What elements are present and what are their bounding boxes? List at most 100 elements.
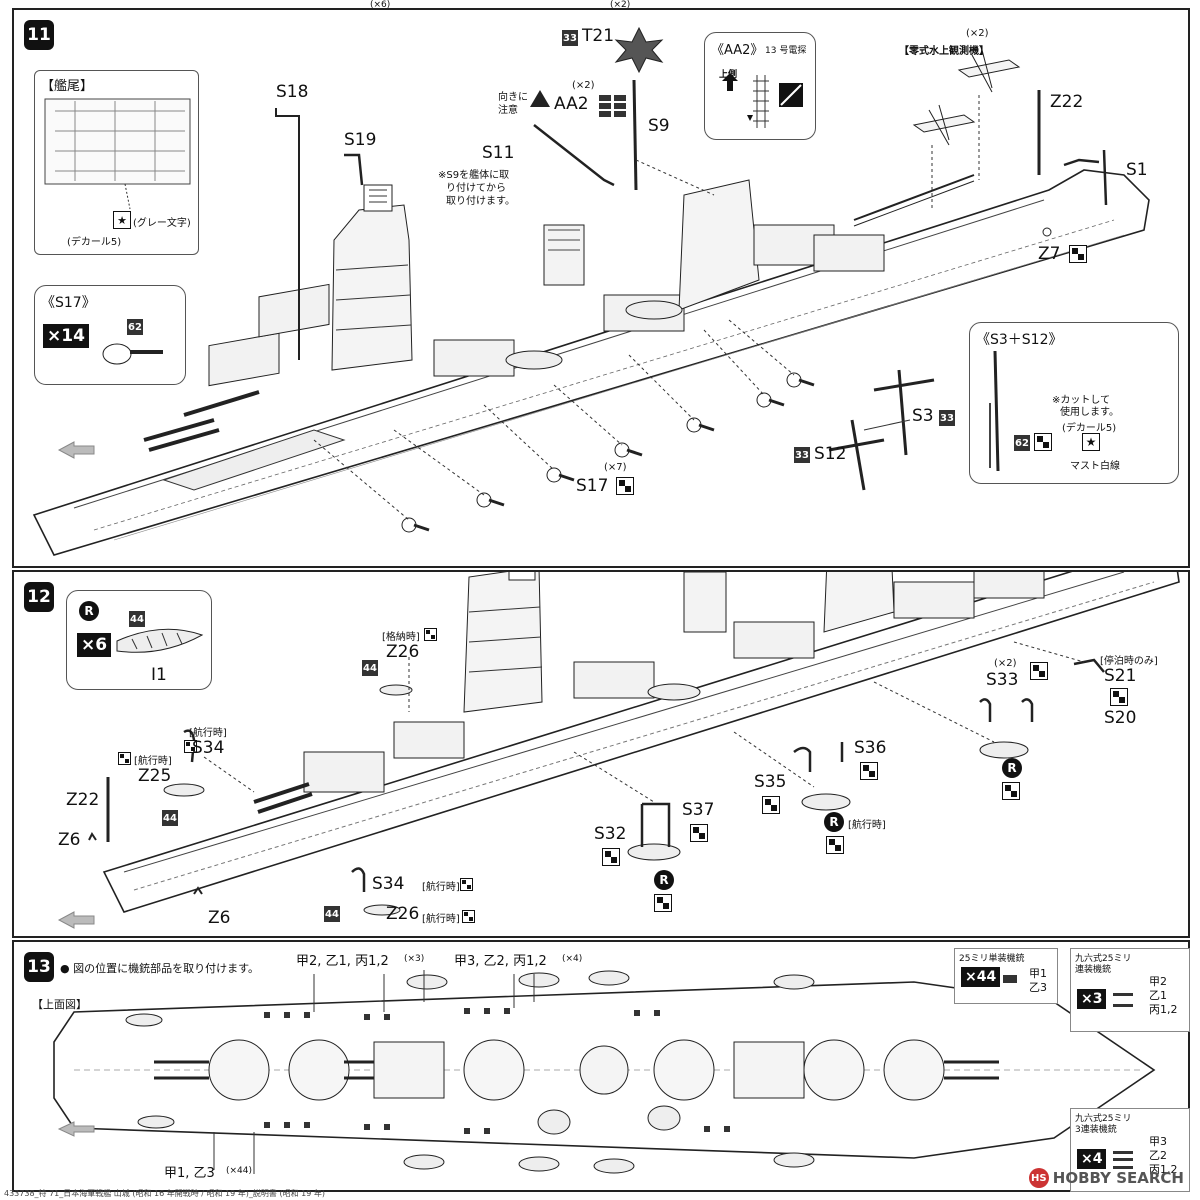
- step13-instruction: ● 図の位置に機銃部品を取り付けます。: [60, 962, 260, 975]
- twin-gun-icon: [1113, 993, 1133, 1007]
- legend3-title1: 九六式25ミリ: [1075, 1114, 1132, 1124]
- s36-r-mark: R: [824, 812, 844, 832]
- watermark-text: HOBBY SEARCH: [1052, 1169, 1184, 1187]
- z7-decal-icon: [1069, 245, 1087, 263]
- s21-label: S21: [1104, 666, 1137, 686]
- boat-label: I1: [151, 665, 167, 685]
- z22-label: Z22: [66, 790, 100, 810]
- bottom-qty: (×44): [226, 1166, 253, 1176]
- z25-decal-icon: [118, 752, 131, 765]
- s34-top-decal-icon: [184, 740, 197, 753]
- s17-decal-icon: [616, 477, 634, 495]
- z26-stowed-num: 44: [362, 660, 378, 676]
- s37-label: S37: [682, 800, 715, 820]
- z26-stowed-note: [格納時]: [382, 632, 420, 643]
- s3-s12-part-num: 62: [1014, 435, 1030, 451]
- top-fragment-right: (×2): [610, 0, 631, 10]
- plane-qty: (×2): [966, 28, 989, 39]
- s35-decal-icon: [762, 796, 780, 814]
- s32-r-decal-icon: [654, 894, 672, 912]
- boat-count: ×6: [77, 633, 112, 657]
- s3-s12-decal-ref: (デカール5): [1062, 423, 1117, 434]
- s20-label: S20: [1104, 708, 1137, 728]
- legend1-line1: 甲1: [1029, 967, 1047, 980]
- ship-side-view-11: [32, 26, 1150, 556]
- s18-label: S18: [276, 82, 309, 102]
- boat-part-num: 44: [129, 611, 145, 627]
- s9-note-1: ※S9を艦体に取: [438, 170, 510, 181]
- legend-twin-gun: 九六式25ミリ 連装機銃 ×3 甲2 乙1 丙1,2: [1070, 948, 1190, 1032]
- stern-box-title: 【艦尾】: [41, 79, 94, 94]
- top-left-callout: 甲2, 乙1, 丙1,2: [296, 954, 389, 969]
- aa2-detail-box: 《AA2》 13 号電探 上側: [704, 32, 816, 140]
- legend1-line2: 乙3: [1029, 981, 1047, 994]
- s33-decal-icon: [1030, 662, 1048, 680]
- triple-gun-icon: [1113, 1151, 1133, 1169]
- s3-s12-box-title: 《S3＋S12》: [976, 332, 1063, 348]
- s36-r-decal-icon: [826, 836, 844, 854]
- z26-bottom-note: [航行時]: [422, 914, 460, 925]
- s3-s12-note1: ※カットして: [1052, 395, 1111, 406]
- step-number: 12: [24, 582, 54, 612]
- warning-icon: [530, 90, 550, 107]
- s17-label: S17: [576, 476, 609, 496]
- t21-label: T21: [582, 26, 615, 46]
- legend3-count: ×4: [1077, 1149, 1107, 1169]
- s17-count: ×14: [43, 324, 89, 348]
- z22-label: Z22: [1050, 92, 1084, 112]
- legend1-count: ×44: [961, 967, 1001, 987]
- s3-part-num: 33: [939, 410, 955, 426]
- mast-detail-drawing: [989, 350, 1000, 472]
- s35-label: S35: [754, 772, 787, 792]
- s33-r-mark: R: [1002, 758, 1022, 778]
- t21-part-num: 33: [562, 30, 578, 46]
- top-right-qty: (×4): [562, 954, 583, 964]
- s37-decal-icon: [690, 824, 708, 842]
- s12-part-num: 33: [794, 447, 810, 463]
- s34-bottom-label: S34: [372, 874, 405, 894]
- s32-label: S32: [594, 824, 627, 844]
- aa2-detail-drawing: [722, 73, 803, 128]
- s9-note-2: り付けてから: [446, 183, 506, 194]
- legend3-line3: 丙1,2: [1149, 1163, 1178, 1176]
- z6-label-b: Z6: [208, 908, 231, 928]
- bottom-callout: 甲1, 乙3: [164, 1166, 215, 1181]
- boat-mark: R: [79, 601, 99, 621]
- plane-label: 【零式水上観測機】: [899, 46, 989, 57]
- footer-text: 433738_特 71_日本海軍戦艦 山城 (昭和 16 年開戦時 / 昭和 1…: [4, 1189, 325, 1198]
- z25-label: Z25: [138, 766, 172, 786]
- s17-box-title: 《S17》: [41, 295, 96, 311]
- z26-stowed-decal-icon: [424, 628, 437, 641]
- aa2-box-subtitle: 13 号電探: [765, 46, 807, 56]
- boat-detail-box: R ×6 44 I1: [66, 590, 212, 690]
- legend1-title: 25ミリ単装機銃: [959, 954, 1025, 964]
- z26-bottom-decal-icon: [462, 910, 475, 923]
- star-decal-icon: ★: [1082, 433, 1100, 451]
- aa2-note-line2: 注意: [498, 105, 518, 116]
- s17-qty: (×7): [604, 462, 627, 473]
- stern-decal-ref: (デカール5): [67, 237, 122, 248]
- watermark: HS HOBBY SEARCH: [1028, 1168, 1184, 1188]
- z26-bottom-label: Z26: [386, 904, 420, 924]
- stern-detail-box: 【艦尾】 ★ (グレー文字) (デカール5): [34, 70, 199, 255]
- ship-side-view-12: [57, 572, 1180, 929]
- legend2-line2: 乙1: [1149, 989, 1167, 1002]
- legend3-line2: 乙2: [1149, 1149, 1167, 1162]
- z26-bottom-num: 44: [324, 906, 340, 922]
- legend3-line1: 甲3: [1149, 1135, 1167, 1148]
- s34-top-note: [航行時]: [189, 728, 227, 739]
- s19-label: S19: [344, 130, 377, 150]
- s1-label: S1: [1126, 160, 1148, 180]
- s11-label: S11: [482, 143, 515, 163]
- legend2-line3: 丙1,2: [1149, 1003, 1178, 1016]
- s33-label: S33: [986, 670, 1019, 690]
- legend2-title1: 九六式25ミリ: [1075, 954, 1132, 964]
- instruction-text: 図の位置に機銃部品を取り付けます。: [73, 962, 260, 975]
- s9-label: S9: [648, 116, 670, 136]
- s34-bottom-note: [航行時]: [422, 882, 460, 893]
- z26-stowed-label: Z26: [386, 642, 420, 662]
- aa2-label: AA2: [554, 94, 589, 114]
- watermark-logo-icon: HS: [1028, 1168, 1049, 1188]
- stern-detail-drawing: [44, 98, 191, 210]
- s21-note: [停泊時のみ]: [1100, 656, 1158, 667]
